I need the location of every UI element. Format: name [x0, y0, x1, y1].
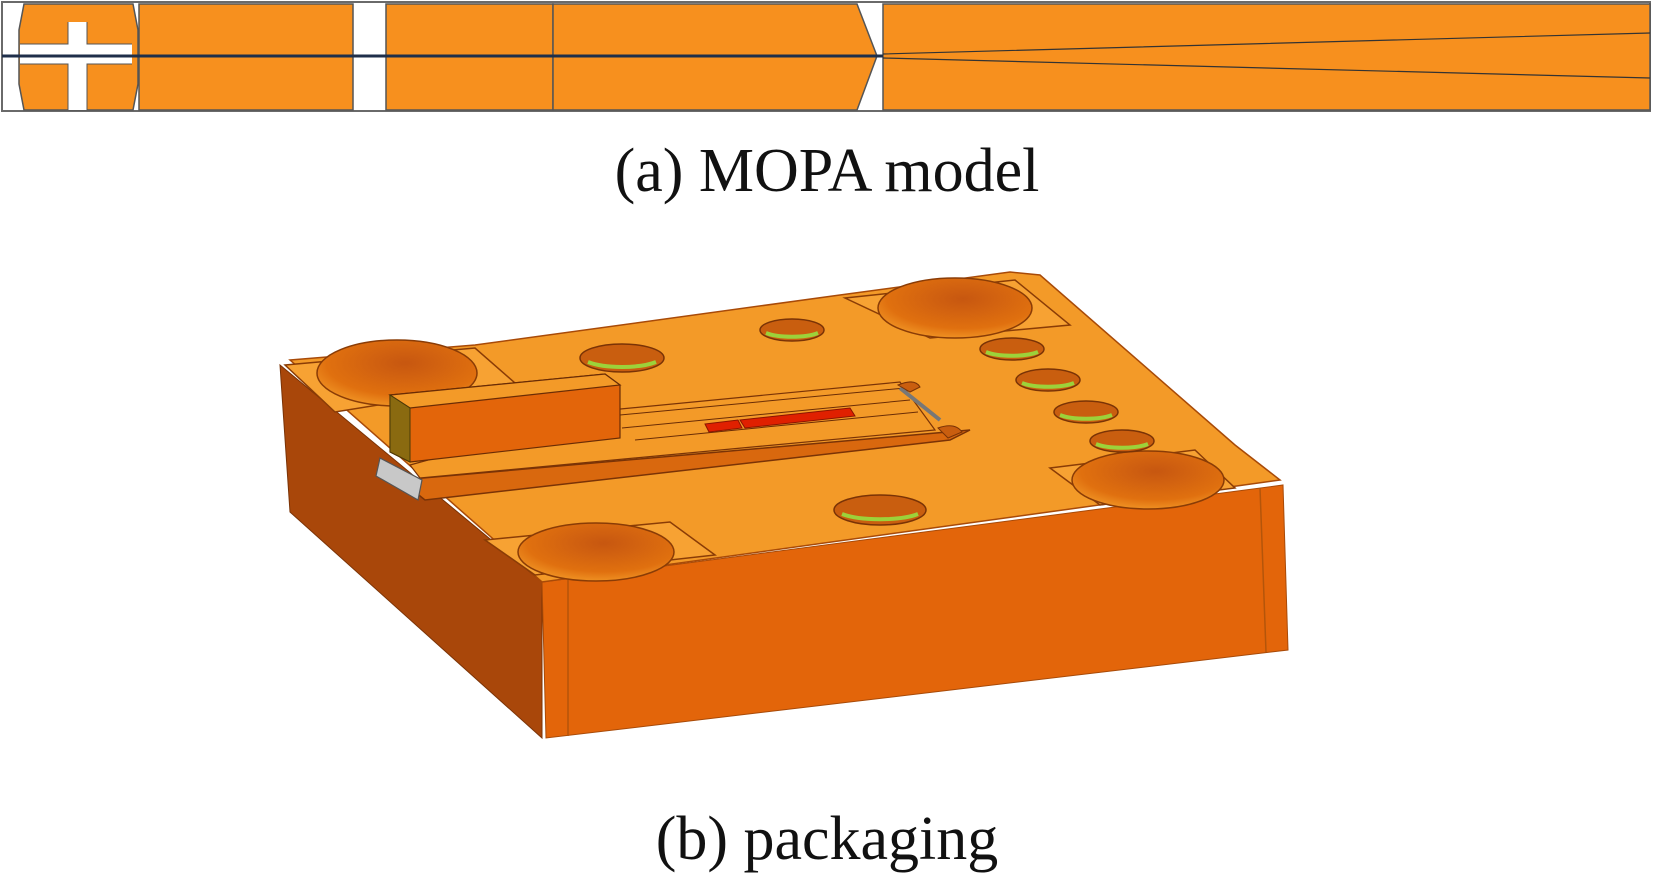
block-front-face: [541, 484, 1289, 739]
packaging-diagram: [250, 270, 1390, 800]
mounting-hole-top: [877, 277, 1033, 339]
bond-wire: [898, 386, 942, 422]
caption-panel-a: (a) MOPA model: [614, 137, 1040, 205]
mopa-tapered-amplifier: [882, 3, 1651, 111]
fiber-lens: [375, 457, 423, 501]
mopa-taper-lines: [882, 32, 1651, 79]
mounting-hole-front: [517, 522, 675, 582]
mopa-model-diagram: [0, 0, 1654, 120]
laser-chip-red: [739, 407, 856, 429]
caption-panel-b: (b) packaging: [655, 805, 999, 873]
screw-holes: [579, 318, 1155, 526]
mounting-hole-right: [1071, 450, 1225, 510]
laser-chip-red-small: [704, 419, 743, 433]
lens-holder-side: [389, 394, 411, 463]
block-left-face: [279, 363, 543, 740]
